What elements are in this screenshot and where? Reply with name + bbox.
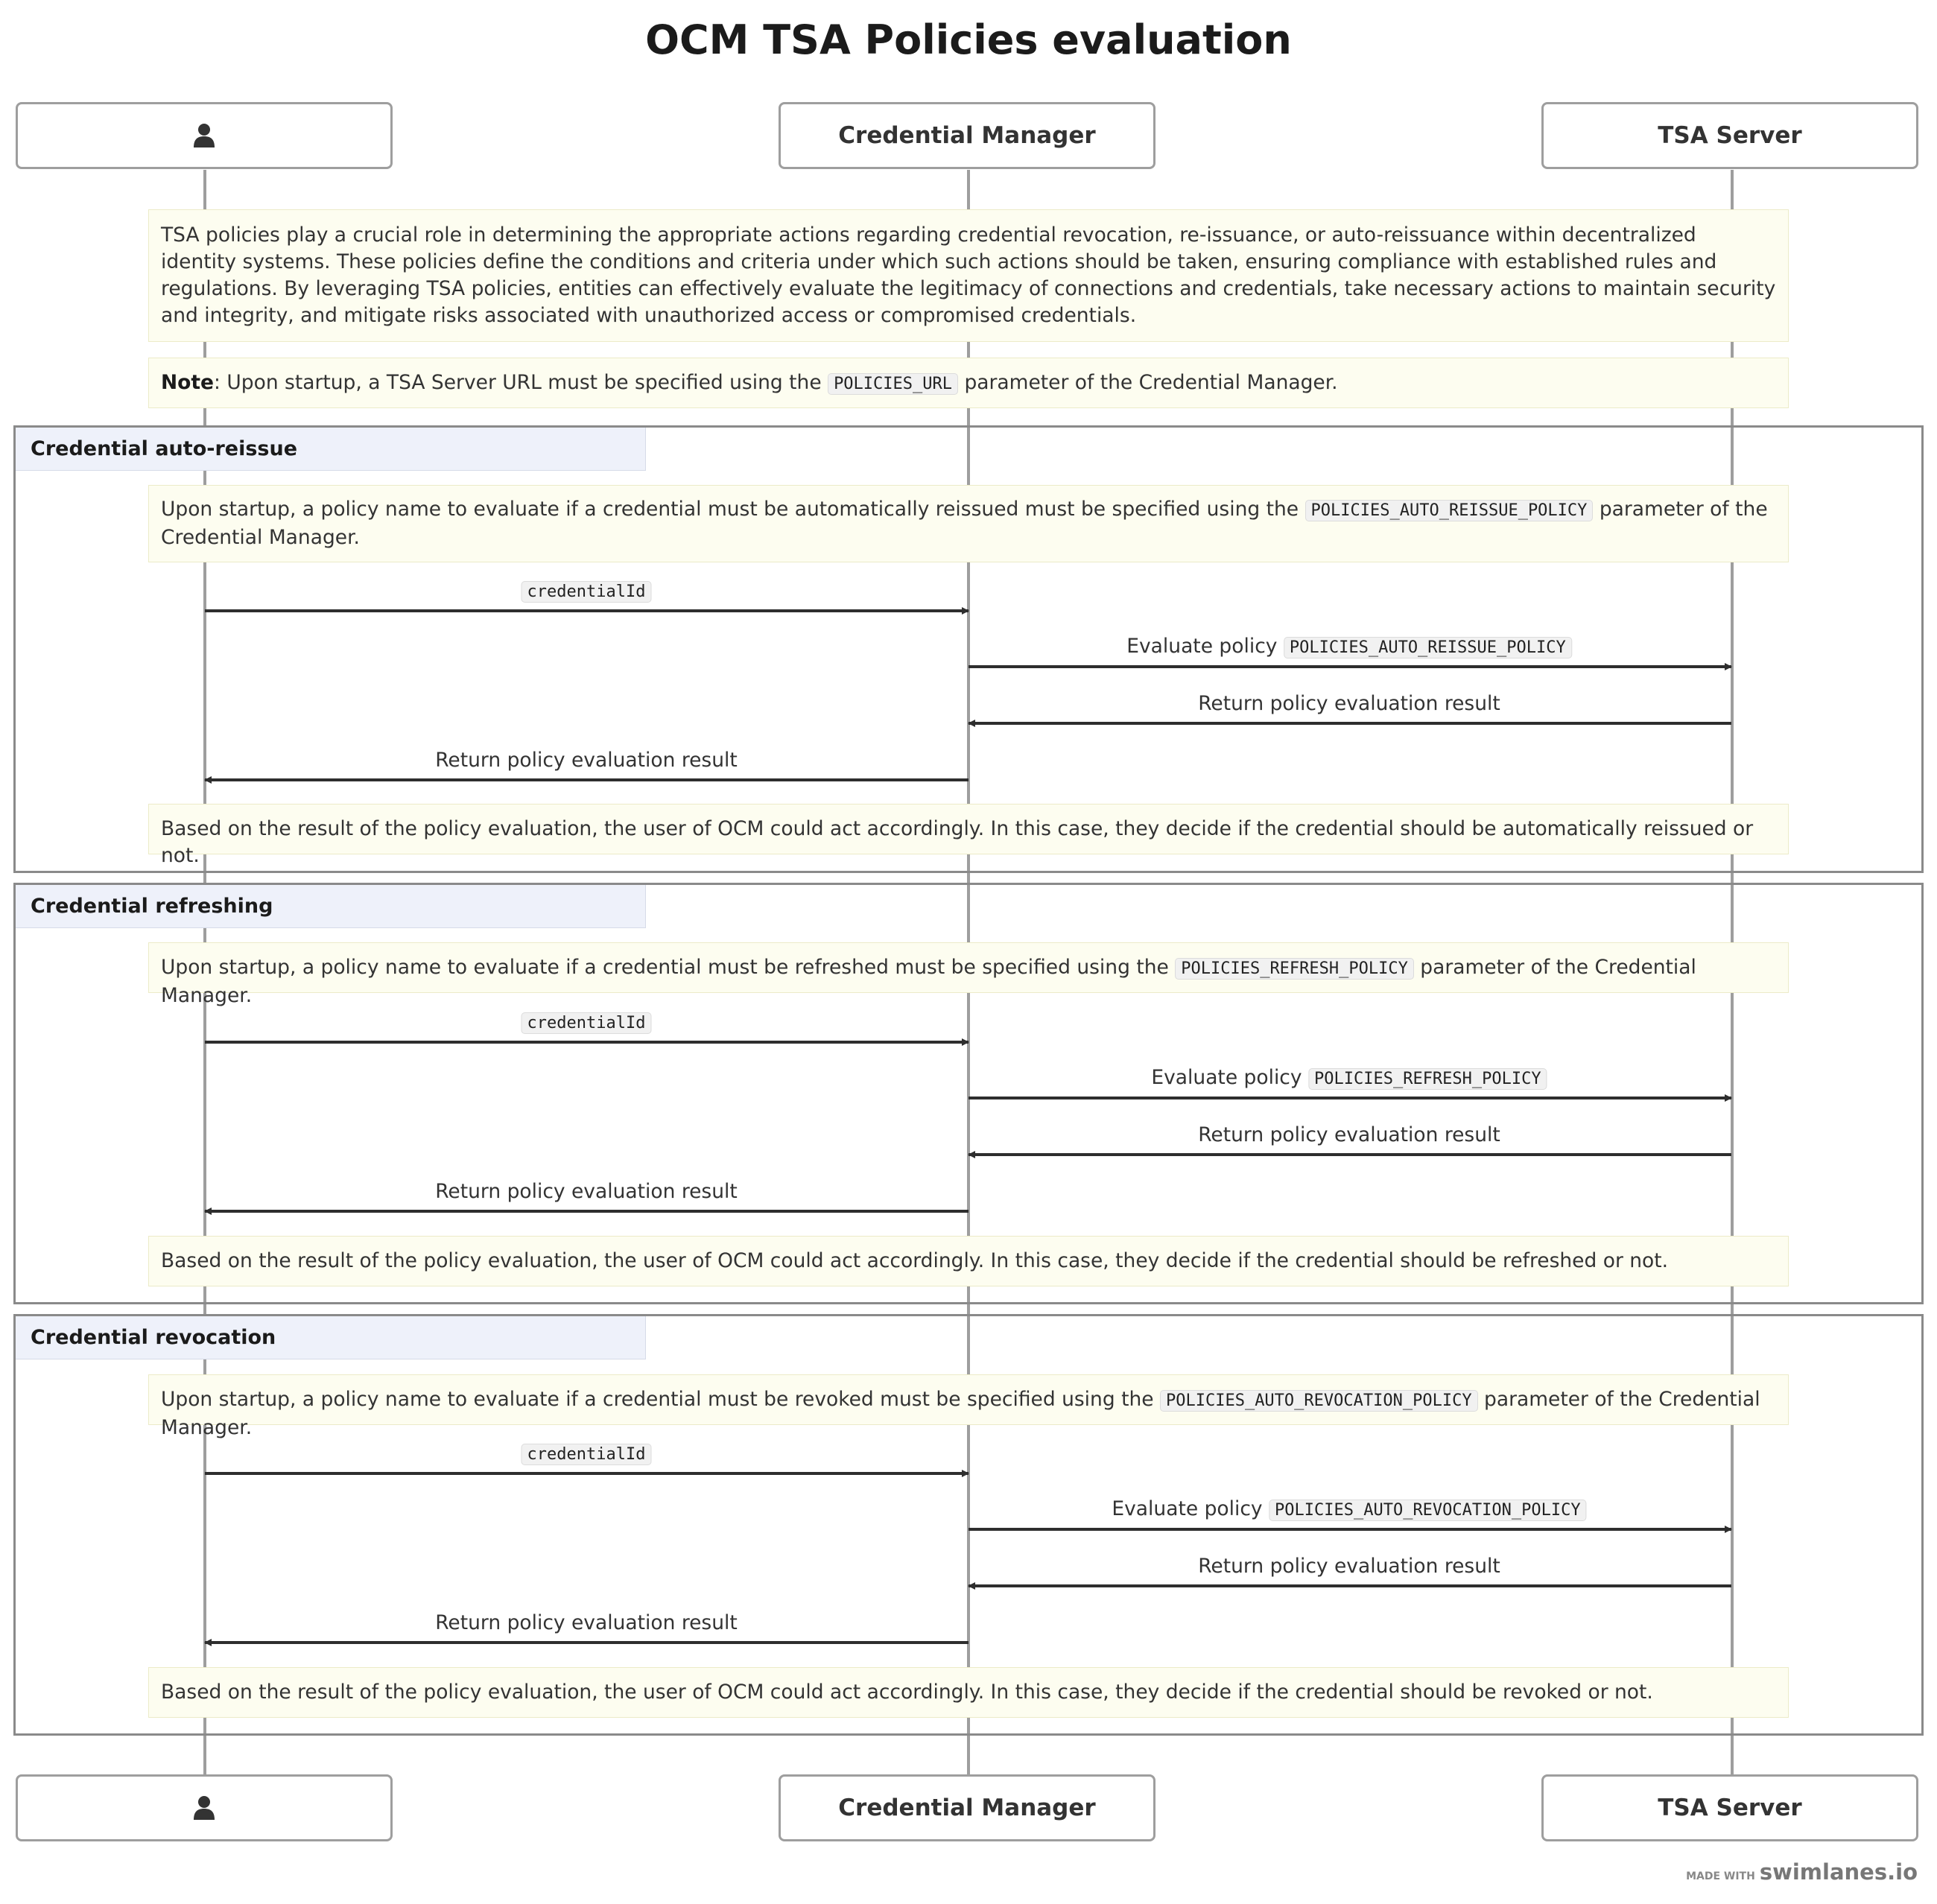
message-label: Return policy evaluation result	[435, 1611, 738, 1634]
message-label: Evaluate policy POLICIES_AUTO_REVOCATION…	[1112, 1497, 1587, 1521]
result-note: Based on the result of the policy evalua…	[148, 804, 1789, 867]
message-label: Evaluate policy POLICIES_AUTO_REISSUE_PO…	[1126, 635, 1572, 659]
note-text-after: parameter of the Credential Manager.	[161, 498, 1768, 549]
note-code: POLICIES_AUTO_REISSUE_POLICY	[1304, 500, 1594, 521]
actor-user-bottom	[16, 1774, 393, 1841]
note-text: Upon startup, a policy name to evaluate …	[161, 498, 1305, 521]
message-label: Return policy evaluation result	[1198, 692, 1500, 715]
footer-brand: swimlanes.io	[1759, 1859, 1918, 1885]
note-bold-label: Note	[161, 371, 215, 394]
section-label: Credential auto-reissue	[16, 428, 646, 471]
message-code: credentialId	[521, 581, 652, 603]
startup-note: Note: Upon startup, a TSA Server URL mus…	[148, 358, 1789, 408]
section-note: Upon startup, a policy name to evaluate …	[148, 942, 1789, 1007]
diagram-title: OCM TSA Policies evaluation	[645, 16, 1292, 63]
message-text: Evaluate policy	[1126, 635, 1284, 658]
message-label: credentialId	[521, 1441, 652, 1465]
message-code: credentialId	[521, 1444, 652, 1465]
result-note: Based on the result of the policy evalua…	[148, 1236, 1789, 1286]
message-text: Evaluate policy	[1112, 1497, 1269, 1520]
section-revocation: Credential revocation	[13, 1314, 1924, 1736]
section-label: Credential refreshing	[16, 885, 646, 928]
message-label: Return policy evaluation result	[435, 749, 738, 772]
message-label: Return policy evaluation result	[1198, 1123, 1500, 1146]
message-code: POLICIES_AUTO_REISSUE_POLICY	[1283, 637, 1572, 659]
result-note: Based on the result of the policy evalua…	[148, 1667, 1789, 1718]
message-label: Return policy evaluation result	[1198, 1555, 1500, 1578]
message-code: POLICIES_AUTO_REVOCATION_POLICY	[1269, 1500, 1587, 1521]
note-text: Upon startup, a policy name to evaluate …	[161, 956, 1176, 979]
footer-made-with: MADE WITH	[1686, 1870, 1755, 1882]
user-icon	[194, 1796, 215, 1820]
note-text: Upon startup, a policy name to evaluate …	[161, 1388, 1160, 1411]
footer-branding[interactable]: MADE WITH swimlanes.io	[1686, 1859, 1918, 1885]
note-text-after: parameter of the Credential Manager.	[161, 956, 1696, 1007]
actor-tsa-server-bottom: TSA Server	[1541, 1774, 1918, 1841]
note-text-after: parameter of the Credential Manager.	[161, 1388, 1760, 1439]
message-label: Return policy evaluation result	[435, 1180, 738, 1203]
message-label: credentialId	[521, 1010, 652, 1034]
intro-note: TSA policies play a crucial role in dete…	[148, 209, 1789, 342]
actor-credential-manager-top: Credential Manager	[779, 102, 1155, 169]
message-code: POLICIES_REFRESH_POLICY	[1307, 1068, 1547, 1090]
user-icon	[194, 124, 215, 147]
actor-credential-manager-bottom: Credential Manager	[779, 1774, 1155, 1841]
startup-note-text-after: parameter of the Credential Manager.	[958, 371, 1338, 394]
startup-note-code: POLICIES_URL	[828, 373, 959, 395]
section-auto-reissue: Credential auto-reissue	[13, 425, 1924, 873]
actor-user-top	[16, 102, 393, 169]
message-label: credentialId	[521, 579, 652, 603]
message-label: Evaluate policy POLICIES_REFRESH_POLICY	[1151, 1066, 1547, 1090]
note-code: POLICIES_REFRESH_POLICY	[1175, 958, 1414, 980]
actor-tsa-server-top: TSA Server	[1541, 102, 1918, 169]
section-label: Credential revocation	[16, 1316, 646, 1359]
message-code: credentialId	[521, 1012, 652, 1034]
section-refreshing: Credential refreshing	[13, 883, 1924, 1304]
section-note: Upon startup, a policy name to evaluate …	[148, 485, 1789, 562]
startup-note-text: : Upon startup, a TSA Server URL must be…	[214, 371, 828, 394]
note-code: POLICIES_AUTO_REVOCATION_POLICY	[1159, 1390, 1478, 1412]
message-text: Evaluate policy	[1151, 1066, 1308, 1089]
section-note: Upon startup, a policy name to evaluate …	[148, 1374, 1789, 1439]
